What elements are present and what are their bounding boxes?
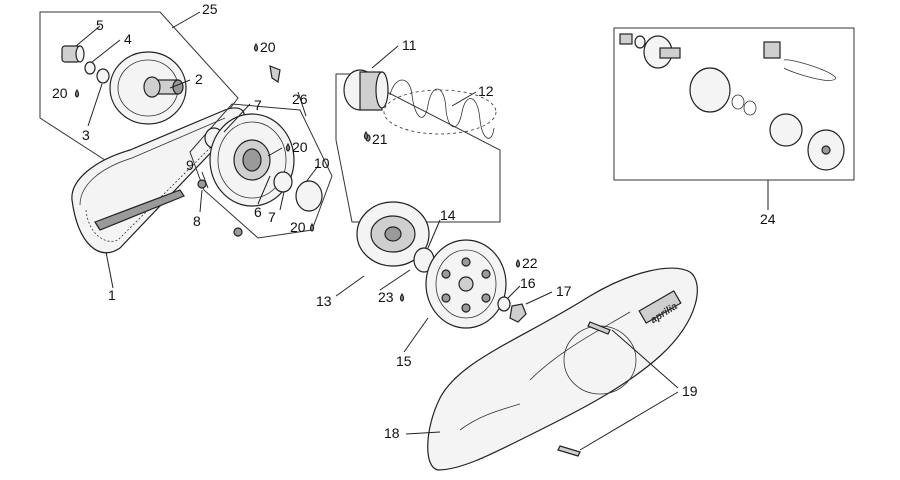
- callout-17: 17: [556, 283, 572, 299]
- callout-6: 6: [254, 204, 262, 220]
- part-3-ring: [96, 68, 110, 84]
- part-5-bearing: [61, 45, 85, 63]
- callout-20d: 20: [290, 219, 306, 235]
- callout-20b: 20: [260, 39, 276, 55]
- drop-markers: [74, 42, 521, 302]
- callout-7a: 7: [254, 97, 262, 113]
- callout-5: 5: [96, 17, 104, 33]
- part-8-bolt: [197, 179, 207, 189]
- callout-23: 23: [378, 289, 394, 305]
- group-box-26: [189, 103, 333, 239]
- callout-8: 8: [193, 213, 201, 229]
- callout-3: 3: [82, 127, 90, 143]
- callout-10: 10: [314, 155, 330, 171]
- part-2-pulley-half: [109, 51, 187, 125]
- part-18-transmission-cover: [427, 267, 698, 471]
- callout-25: 25: [202, 1, 218, 17]
- part-16-washer: [497, 296, 511, 312]
- part-6-ring: [273, 171, 293, 193]
- loose-screw: [233, 227, 243, 237]
- callout-7b: 7: [268, 209, 276, 225]
- callout-24: 24: [760, 211, 776, 227]
- part-12-spring: [383, 79, 497, 139]
- callout-19: 19: [682, 383, 698, 399]
- part-11-spring-seat: [343, 69, 389, 111]
- part-10-ring: [295, 180, 323, 212]
- part-13-clutch-shoe: [356, 201, 430, 267]
- callout-12: 12: [478, 83, 494, 99]
- callout-13: 13: [316, 293, 332, 309]
- callout-11: 11: [402, 37, 417, 53]
- part-4-seal: [84, 61, 96, 75]
- callout-22: 22: [522, 255, 538, 271]
- part-15-clutch-bell: [425, 239, 507, 329]
- part-19-bolt-lower: [557, 445, 581, 457]
- callout-16: 16: [520, 275, 536, 291]
- part-1-drive-belt: [71, 107, 245, 254]
- callout-18: 18: [384, 425, 400, 441]
- callout-26: 26: [292, 91, 308, 107]
- part-17-nut: [509, 303, 527, 323]
- callout-2: 2: [195, 71, 203, 87]
- callout-9: 9: [186, 157, 194, 173]
- leader-lines: [75, 11, 769, 451]
- callout-14: 14: [440, 207, 456, 223]
- callout-21: 21: [372, 131, 388, 147]
- callout-1: 1: [108, 287, 116, 303]
- callout-20a: 20: [52, 85, 68, 101]
- part-19-bolt-upper: [587, 321, 611, 335]
- part-20-screw-top: [269, 65, 281, 84]
- callout-15: 15: [396, 353, 412, 369]
- group-box-24: [613, 27, 855, 181]
- callout-20c: 20: [292, 139, 308, 155]
- part-26-movable-pulley: [209, 113, 295, 207]
- box24-parts: [619, 33, 845, 171]
- callout-4: 4: [124, 31, 132, 47]
